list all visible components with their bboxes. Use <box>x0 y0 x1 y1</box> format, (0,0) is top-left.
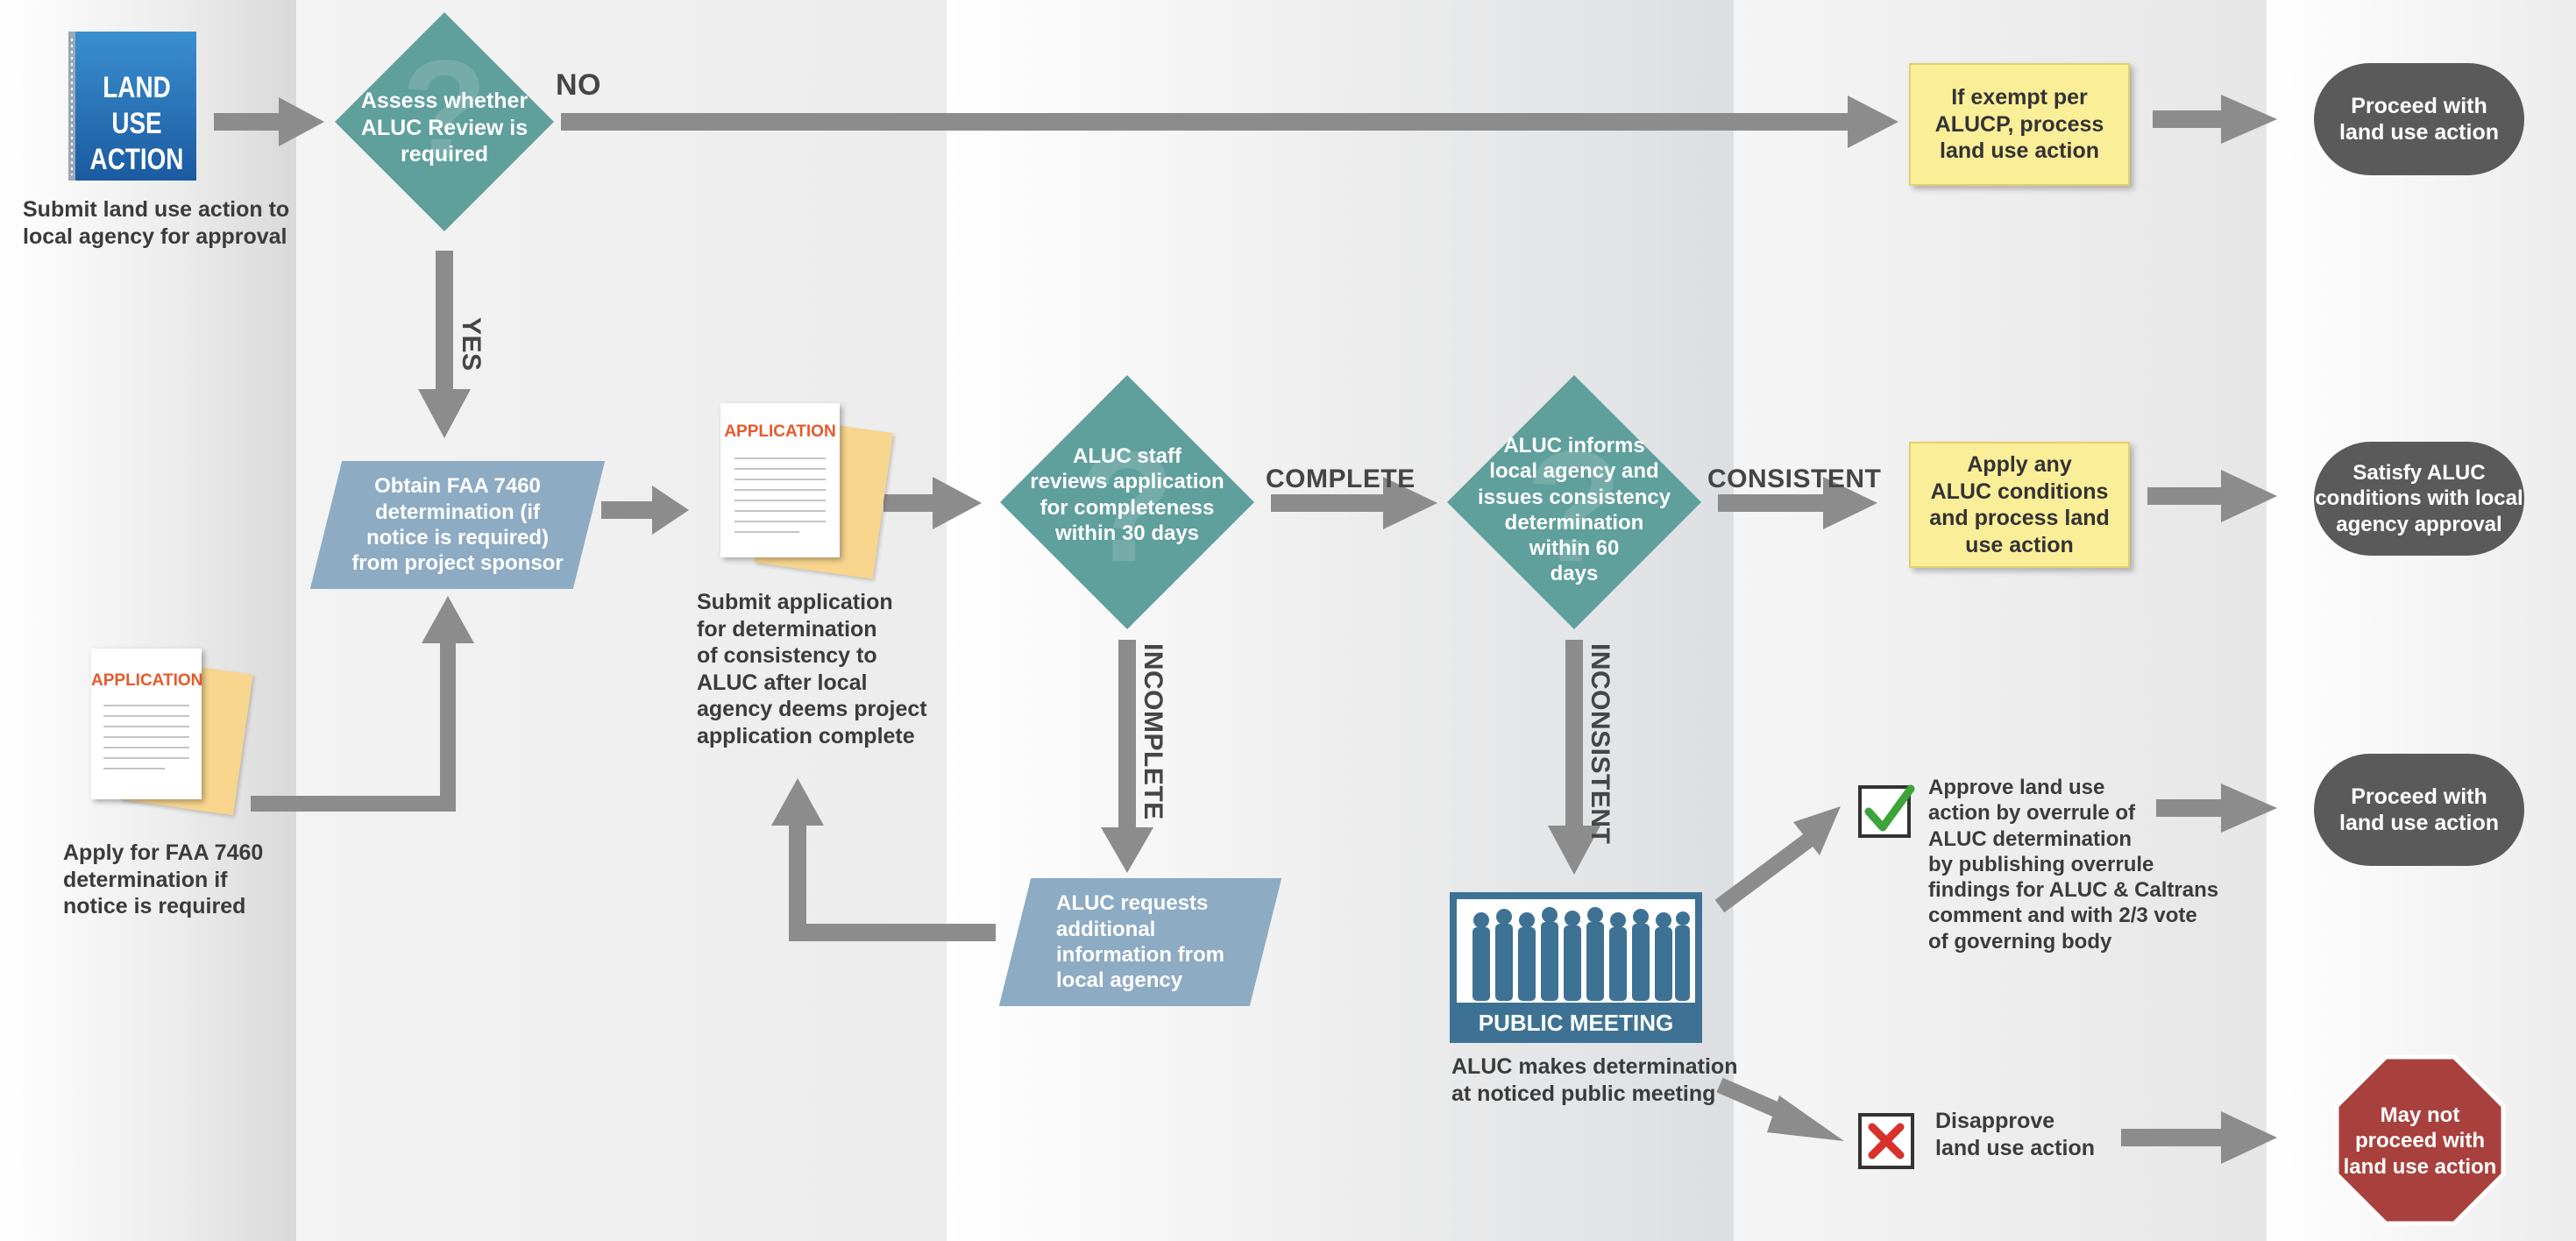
edge-label-inconsistent: INCONSISTENT <box>1586 643 1614 845</box>
satisfy-pill: Satisfy ALUC conditions with local agenc… <box>2314 442 2524 556</box>
land-use-book-icon <box>68 32 196 181</box>
submit-application-caption: Submit application for determination of … <box>697 590 927 748</box>
informs-diamond-label: ALUC informs local agency and issues con… <box>1477 434 1671 586</box>
submit-caption: Submit land use action to local agency f… <box>23 197 290 249</box>
people-silhouette-icon <box>1473 907 1690 1001</box>
diagonal-arrow-down <box>1716 1077 1844 1141</box>
staff-diamond-label: ALUC staff reviews application for compl… <box>1030 444 1224 545</box>
request-info-box: ALUC requests additional information fro… <box>998 878 1282 1006</box>
public-meeting-label: PUBLIC MEETING <box>1478 1010 1674 1036</box>
proceed-pill-2: Proceed with land use action <box>2314 754 2524 866</box>
edge-label-consistent: CONSISTENT <box>1707 464 1882 493</box>
apply-caption: Apply for FAA 7460 determination if noti… <box>63 840 264 918</box>
band-1 <box>0 0 296 1241</box>
band-5 <box>2267 0 2576 1241</box>
staff-diamond: ? <box>1000 375 1254 629</box>
edge-label-complete: COMPLETE <box>1266 464 1416 493</box>
x-mark-icon <box>1858 1113 1914 1169</box>
application-document-icon: APPLICATION <box>91 649 253 824</box>
land-use-book-title: LAND USE ACTION <box>89 71 184 176</box>
proceed-pill-1: Proceed with land use action <box>2314 63 2524 175</box>
approve-text: Approve land use action by overrule of A… <box>1928 776 2219 954</box>
assess-diamond-label: Assess whether ALUC Review is required <box>360 89 529 167</box>
edge-label-incomplete: INCOMPLETE <box>1139 643 1167 820</box>
edge-label-no: NO <box>556 68 601 102</box>
faa-determination-box: Obtain FAA 7460 determination (if notice… <box>309 461 606 589</box>
stop-sign-label: May not proceed with land use action <box>2343 1103 2497 1179</box>
band-2 <box>296 0 947 1241</box>
application-document-icon: APPLICATION <box>720 403 894 587</box>
question-mark-watermark-icon: ? <box>1079 419 1175 595</box>
edge-label-yes: YES <box>457 317 486 372</box>
exempt-box: If exempt per ALUCP, process land use ac… <box>1909 63 2130 186</box>
stop-sign <box>2334 1054 2506 1226</box>
band-4 <box>1734 0 2267 1241</box>
disapprove-text: Disapprove land use action <box>1935 1109 2095 1160</box>
meeting-caption: ALUC makes determination at noticed publ… <box>1451 1054 1738 1106</box>
flow-arrows <box>214 95 2277 1164</box>
question-mark-watermark-icon: ? <box>401 31 487 188</box>
conditions-box: Apply any ALUC conditions and process la… <box>1909 442 2130 568</box>
informs-diamond: ? <box>1447 375 1701 629</box>
public-meeting-sign <box>1450 892 1702 1043</box>
checkmark-icon <box>1858 784 1915 838</box>
assess-diamond: ? <box>335 12 554 231</box>
question-mark-watermark-icon: ? <box>1526 419 1622 595</box>
diagonal-arrow-up <box>1714 806 1841 913</box>
